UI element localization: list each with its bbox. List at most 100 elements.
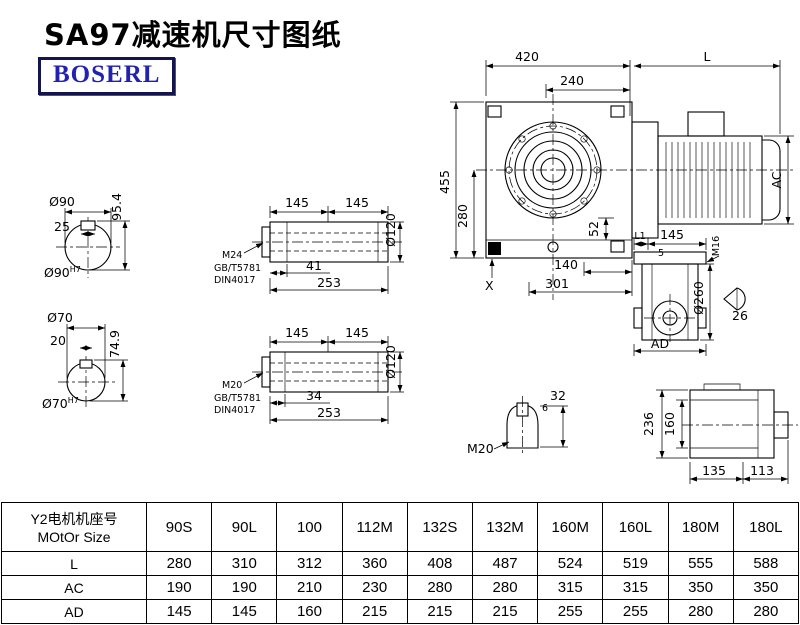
dim-26: 26 — [732, 308, 748, 323]
value-cell: 190 — [145, 575, 213, 600]
value-cell: 519 — [602, 551, 669, 576]
value-cell: 280 — [145, 551, 213, 576]
motor-body — [657, 135, 763, 225]
col-header: 160M — [537, 502, 604, 552]
dim-74-9: 74.9 — [107, 330, 122, 358]
dim-52: 52 — [586, 221, 601, 237]
col-header: 90S — [145, 502, 213, 552]
value-cell: 210 — [276, 575, 343, 600]
shaft-end-view-70: Ø70 20 74.9 Ø70H7 — [42, 310, 128, 411]
table-row-AC: AC 190 190 210 230 280 280 315 315 350 3… — [1, 575, 800, 600]
dim-AC: AC — [769, 171, 784, 188]
dim-145: 145 — [660, 227, 684, 242]
col-header: 100 — [276, 502, 343, 552]
motor-flange — [631, 121, 659, 239]
thread-M16: M16 — [711, 236, 722, 256]
fan-cover — [762, 139, 781, 221]
dim-280: 280 — [455, 204, 470, 228]
keyway-slot — [79, 359, 93, 369]
dim-160: 160 — [662, 412, 677, 436]
value-cell: 190 — [211, 575, 278, 600]
row-label: AD — [1, 599, 147, 624]
dim-113: 113 — [750, 463, 774, 478]
dim-95-4: 95.4 — [109, 193, 124, 221]
dim-145-a: 145 — [285, 325, 309, 340]
dim-d120: Ø120 — [383, 345, 398, 379]
output-flange — [504, 121, 602, 219]
gearbox-side-view: 236 160 135 113 — [641, 383, 798, 484]
fit-tolerance: H7 — [70, 265, 81, 274]
std-gb: GB/T5781 — [214, 263, 261, 274]
page-title: SA97减速机尺寸图纸 — [44, 18, 342, 52]
dim-L1: L1 — [634, 231, 645, 242]
thread-M20: M20 — [467, 441, 494, 456]
fit-tolerance: H7 — [68, 396, 79, 405]
value-cell: 312 — [276, 551, 343, 576]
dim-145-b: 145 — [345, 195, 369, 210]
row-label: L — [1, 551, 147, 576]
value-cell: 315 — [602, 575, 669, 600]
value-cell: 280 — [406, 575, 473, 600]
dim-41: 41 — [306, 258, 322, 273]
technical-drawing: 420 L 240 455 280 52 AC 140 301 X Ø90 25… — [42, 49, 798, 484]
value-cell: 487 — [471, 551, 539, 576]
value-cell: 280 — [471, 575, 539, 600]
motor — [631, 111, 781, 239]
label-X: X — [485, 278, 494, 293]
value-cell: 360 — [341, 551, 408, 576]
motor-size-header-cell: Y2电机机座号 MOtOr Size — [1, 502, 147, 552]
value-cell: 215 — [341, 599, 408, 624]
motor-fins — [665, 142, 751, 218]
hollow-shaft-view-top: 145 145 Ø120 M24 GB/T5781 DIN4017 41 253 — [214, 195, 404, 294]
input-shaft-stub — [773, 411, 789, 439]
value-cell: 555 — [667, 551, 734, 576]
value-cell: 280 — [732, 599, 800, 624]
hollow-shaft-view-bottom: 145 145 Ø120 M20 GB/T5781 DIN4017 34 253 — [214, 325, 404, 424]
value-cell: 145 — [211, 599, 278, 624]
dim-145-a: 145 — [285, 195, 309, 210]
corner-block — [488, 242, 501, 255]
value-cell: 145 — [145, 599, 213, 624]
dim-240: 240 — [560, 73, 584, 88]
dim-d260: Ø260 — [691, 281, 706, 315]
shaft-end-view-90: Ø90 25 95.4 Ø90H7 — [44, 193, 130, 280]
col-header: 90L — [211, 502, 278, 552]
value-cell: 215 — [406, 599, 473, 624]
dim-d90: Ø90 — [49, 194, 75, 209]
table-header-row: Y2电机机座号 MOtOr Size 90S 90L 100 112M 132S… — [1, 502, 800, 552]
output-shaft-side-view: L1 145 5 M16 Ø260 26 AD — [633, 227, 748, 356]
std-din: DIN4017 — [214, 405, 255, 416]
header-en: MOtOr Size — [37, 529, 111, 545]
col-header: 132M — [471, 502, 539, 552]
dim-145-b: 145 — [345, 325, 369, 340]
gearbox-front-view: 420 L 240 455 280 52 AC 140 301 X — [437, 49, 795, 300]
fit-label-90: Ø90H7 — [44, 265, 81, 280]
dim-253: 253 — [317, 275, 341, 290]
dim-L: L — [704, 49, 711, 64]
dim-236: 236 — [641, 412, 656, 436]
dim-5: 5 — [658, 248, 664, 259]
col-header: 180M — [667, 502, 734, 552]
value-cell: 310 — [211, 551, 278, 576]
logo-boserl: BOSERL — [38, 57, 176, 95]
terminal-box — [687, 111, 725, 137]
dim-25: 25 — [54, 219, 70, 234]
value-cell: 588 — [732, 551, 800, 576]
dim-135: 135 — [702, 463, 726, 478]
dim-d70: Ø70 — [47, 310, 73, 325]
dim-34: 34 — [306, 388, 322, 403]
row-label: AC — [1, 575, 147, 600]
shaft-key-section-view: 6 32 M20 — [467, 388, 568, 456]
value-cell: 350 — [667, 575, 734, 600]
table-row-L: L 280 310 312 360 408 487 524 519 555 58… — [1, 551, 800, 576]
col-header: 180L — [732, 502, 800, 552]
dim-253: 253 — [317, 405, 341, 420]
value-cell: 255 — [537, 599, 604, 624]
motor-size-table: Y2电机机座号 MOtOr Size 90S 90L 100 112M 132S… — [1, 502, 800, 624]
dim-455: 455 — [437, 170, 452, 194]
header-cn: Y2电机机座号 — [30, 511, 118, 527]
std-din: DIN4017 — [214, 275, 255, 286]
value-cell: 215 — [471, 599, 539, 624]
std-gb: GB/T5781 — [214, 393, 261, 404]
